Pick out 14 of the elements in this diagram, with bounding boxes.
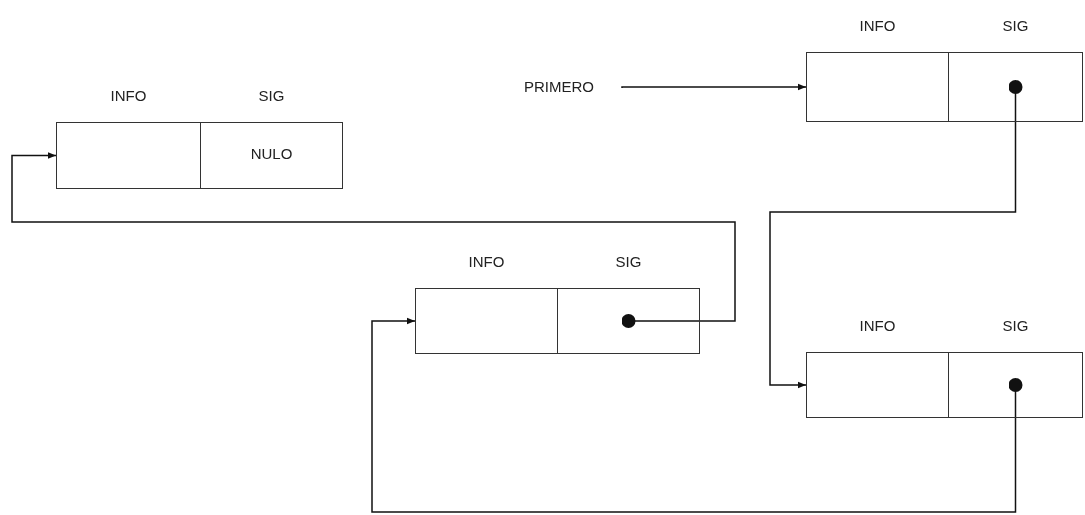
field-heading: INFO bbox=[467, 253, 506, 270]
field-heading: SIG bbox=[1001, 17, 1030, 34]
field-heading: SIG bbox=[1001, 317, 1030, 334]
field-heading: INFO bbox=[109, 87, 148, 104]
pointer-label: PRIMERO bbox=[524, 78, 594, 95]
pointer-arrow bbox=[11, 152, 736, 328]
pointer-arrow bbox=[769, 80, 1023, 389]
field-heading: SIG bbox=[257, 87, 286, 104]
field-heading: INFO bbox=[858, 17, 897, 34]
null-value: NULO bbox=[249, 144, 294, 162]
arrow bbox=[621, 83, 807, 91]
pointer-arrow bbox=[371, 317, 1023, 513]
field-heading: INFO bbox=[858, 317, 897, 334]
field-heading: SIG bbox=[614, 253, 643, 270]
